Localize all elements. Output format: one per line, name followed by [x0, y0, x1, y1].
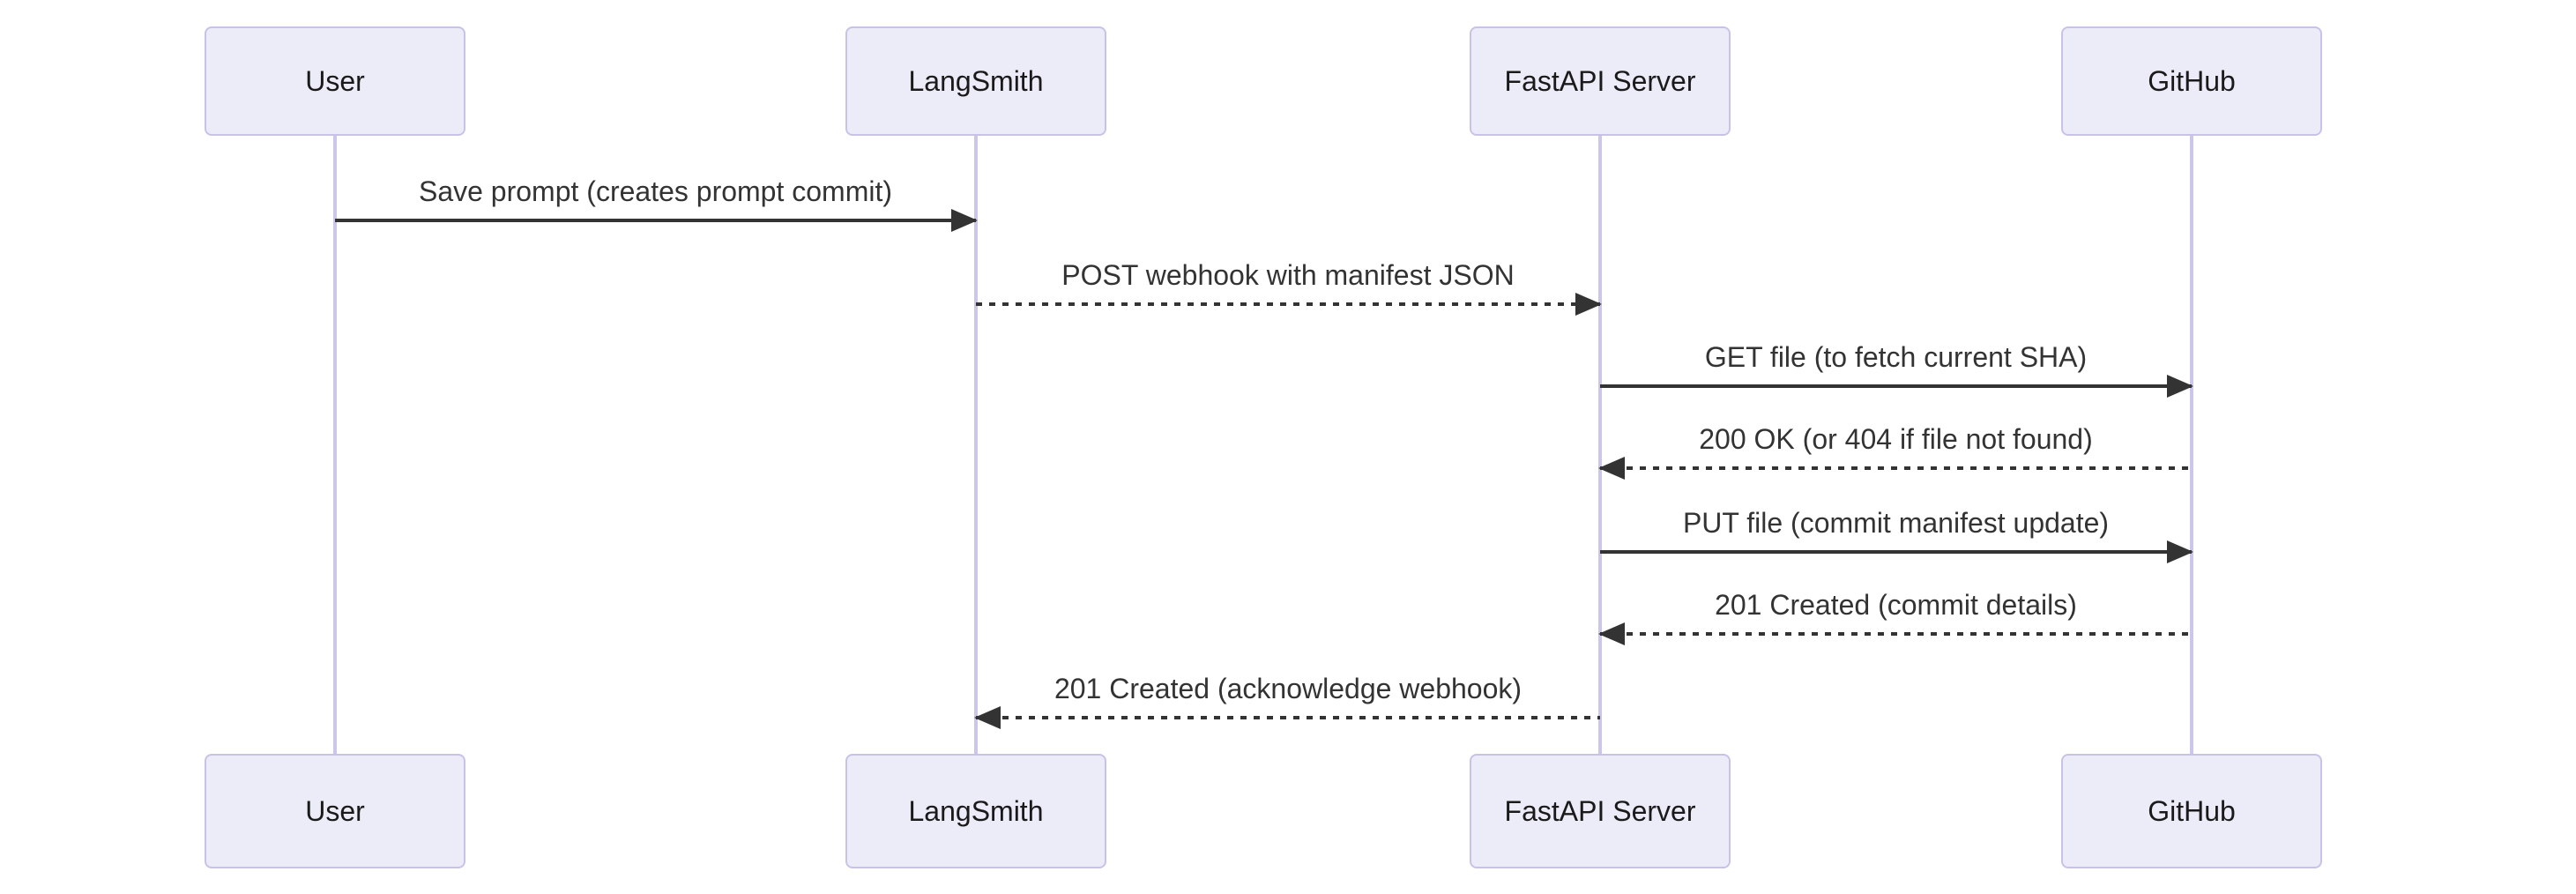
message-label: 201 Created (acknowledge webhook)	[1053, 673, 1523, 704]
actor-box-github-top: GitHub	[2061, 26, 2322, 136]
message-save-prompt: Save prompt (creates prompt commit)	[335, 171, 978, 232]
actor-column-fastapi-server: FastAPI Server FastAPI Server	[1470, 0, 1731, 894]
actor-column-user: User User	[205, 0, 465, 894]
lifeline-user	[333, 136, 337, 754]
actor-column-github: GitHub GitHub	[2061, 0, 2322, 894]
arrowhead-right-icon	[2167, 540, 2193, 563]
message-line	[1600, 384, 2192, 388]
lifeline-fastapi-server	[1598, 136, 1602, 754]
actor-column-langsmith: LangSmith LangSmith	[845, 0, 1106, 894]
actor-box-github-bottom: GitHub	[2061, 754, 2322, 868]
message-post-webhook: POST webhook with manifest JSON	[976, 255, 1602, 316]
message-label: PUT file (commit manifest update)	[1682, 507, 2110, 539]
actor-box-fastapi-server-bottom: FastAPI Server	[1470, 754, 1731, 868]
actor-box-user-bottom: User	[205, 754, 465, 868]
message-201-created-ack: 201 Created (acknowledge webhook)	[974, 668, 1600, 729]
lifeline-langsmith	[974, 136, 978, 754]
lifeline-github	[2190, 136, 2193, 754]
message-label: GET file (to fetch current SHA)	[1704, 341, 2088, 373]
message-200-ok: 200 OK (or 404 if file not found)	[1598, 419, 2192, 480]
message-line	[1600, 632, 2192, 636]
message-line	[976, 302, 1600, 306]
message-get-file: GET file (to fetch current SHA)	[1600, 337, 2193, 398]
arrowhead-right-icon	[951, 209, 978, 232]
actor-box-langsmith-top: LangSmith	[845, 26, 1106, 136]
arrowhead-left-icon	[974, 706, 1001, 729]
message-201-created-commit: 201 Created (commit details)	[1598, 585, 2192, 645]
message-label: 201 Created (commit details)	[1715, 589, 2077, 621]
message-label: POST webhook with manifest JSON	[1061, 259, 1515, 291]
arrowhead-right-icon	[1575, 293, 1602, 316]
actor-box-fastapi-server-top: FastAPI Server	[1470, 26, 1731, 136]
arrowhead-left-icon	[1598, 622, 1625, 645]
message-label: Save prompt (creates prompt commit)	[418, 175, 893, 207]
message-line	[335, 219, 976, 222]
message-line	[976, 716, 1600, 719]
message-put-file: PUT file (commit manifest update)	[1600, 503, 2193, 563]
arrowhead-right-icon	[2167, 375, 2193, 398]
message-label: 200 OK (or 404 if file not found)	[1699, 423, 2093, 455]
actor-box-user-top: User	[205, 26, 465, 136]
message-line	[1600, 466, 2192, 470]
message-line	[1600, 550, 2192, 554]
actor-box-langsmith-bottom: LangSmith	[845, 754, 1106, 868]
arrowhead-left-icon	[1598, 457, 1625, 480]
